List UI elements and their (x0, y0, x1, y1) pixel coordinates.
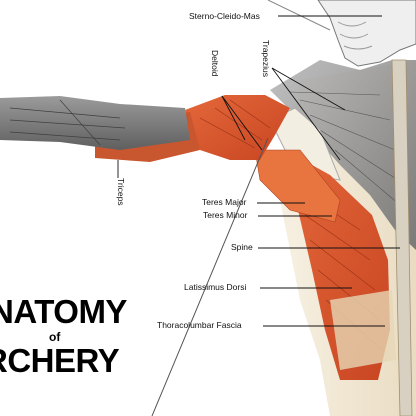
teres-muscles (254, 149, 341, 223)
label-spine: Spine (231, 242, 253, 252)
forearm-fibers (9, 99, 126, 146)
spine-column (391, 59, 413, 416)
label-triceps: Triceps (116, 178, 126, 206)
deltoid-muscle (185, 95, 290, 160)
deltoid-fibers (199, 99, 271, 149)
label-trapezius: Trapezius (261, 40, 271, 78)
label-sterno-cleido-mas: Sterno-Cleido-Mas (189, 11, 260, 21)
label-teres-minor: Teres Minor (203, 210, 248, 220)
bow-limb (267, 0, 331, 31)
leader-lines (117, 15, 400, 327)
leader-trapezius-1 (271, 67, 346, 111)
title-of: of (49, 330, 61, 344)
label-teres-major: Teres Major (202, 197, 247, 207)
title-line-2: RCHERY (0, 342, 120, 379)
label-thoracolumbar-fascia: Thoracolumbar Fascia (157, 320, 242, 330)
thoracolumbar-fascia (330, 290, 396, 370)
leader-deltoid-1 (221, 95, 246, 141)
forearm (0, 96, 190, 150)
bow-string (151, 137, 269, 416)
jaw-detail (337, 21, 373, 50)
leader-deltoid-2 (221, 95, 263, 151)
label-latissimus-dorsi: Latissimus Dorsi (184, 282, 247, 292)
trapezius-muscle (270, 60, 416, 250)
label-deltoid: Deltoid (210, 50, 220, 77)
title-line-1: NATOMY (0, 293, 127, 330)
leader-trapezius-2 (271, 67, 341, 161)
head-skull (317, 0, 416, 67)
